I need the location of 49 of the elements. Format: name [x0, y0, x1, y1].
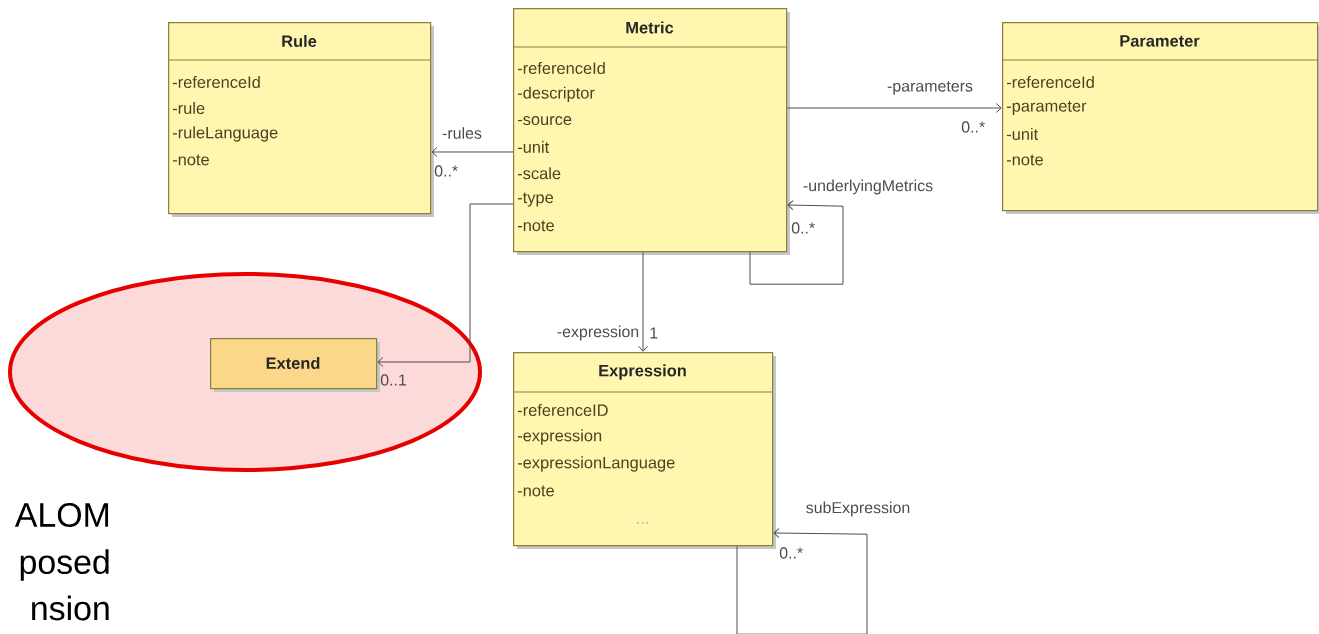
edge-label: -parameters: [887, 81, 973, 95]
association-arrow: [786, 103, 1002, 113]
class-box: [210, 338, 380, 392]
multiplicity: 1: [650, 327, 658, 339]
edge-label: -underlyingMetrics: [803, 179, 933, 195]
attribute-text: -referenceId: [517, 61, 605, 75]
attribute-text: -scale: [517, 167, 561, 180]
class-name: Rule: [282, 34, 317, 48]
multiplicity: 0..1: [380, 374, 406, 386]
ellipsis-text: ...: [637, 522, 648, 524]
association-arrow: [431, 147, 514, 157]
class-box: [167, 22, 434, 217]
attribute-text: -note: [172, 154, 209, 166]
class-name: Extend: [266, 356, 320, 370]
edge-label: -expression: [557, 325, 639, 341]
edge-label: subExpression: [806, 501, 910, 517]
attribute-text: -source: [517, 116, 572, 126]
side-text: ALOM: [14, 503, 109, 527]
attribute-text: -unit: [517, 140, 550, 153]
attribute-text: -parameter: [1006, 101, 1087, 115]
class-name: Parameter: [1120, 35, 1200, 47]
multiplicity: 0..*: [779, 547, 803, 559]
side-text: posed: [20, 549, 109, 581]
multiplicity: 0..*: [961, 121, 985, 133]
attribute-text: -referenceID: [517, 403, 608, 416]
attribute-text: -referenceId: [1006, 75, 1094, 89]
class-name: Metric: [626, 21, 674, 34]
side-text: nsion: [32, 595, 109, 621]
class-box: [512, 352, 776, 549]
association-arrow: [736, 528, 868, 634]
association-arrow: [377, 203, 514, 367]
class-name: Expression: [599, 364, 686, 380]
attribute-text: -descriptor: [517, 86, 595, 102]
attribute-text: -note: [517, 220, 554, 232]
multiplicity: 0..*: [434, 165, 458, 177]
association-arrow: [638, 251, 648, 352]
class-box: [512, 8, 790, 255]
attribute-text: -note: [517, 485, 554, 497]
association-arrow: [749, 200, 844, 285]
attribute-text: -referenceId: [172, 75, 260, 89]
attribute-text: -expression: [517, 429, 602, 445]
class-box: [1001, 22, 1319, 214]
attribute-text: -rule: [172, 101, 205, 115]
attribute-text: -expressionLanguage: [517, 456, 675, 472]
attribute-text: -ruleLanguage: [172, 126, 278, 142]
attribute-text: -note: [1006, 154, 1043, 166]
attribute-text: -type: [517, 192, 553, 207]
edge-label: -rules: [442, 127, 482, 139]
attribute-text: -unit: [1006, 127, 1039, 141]
